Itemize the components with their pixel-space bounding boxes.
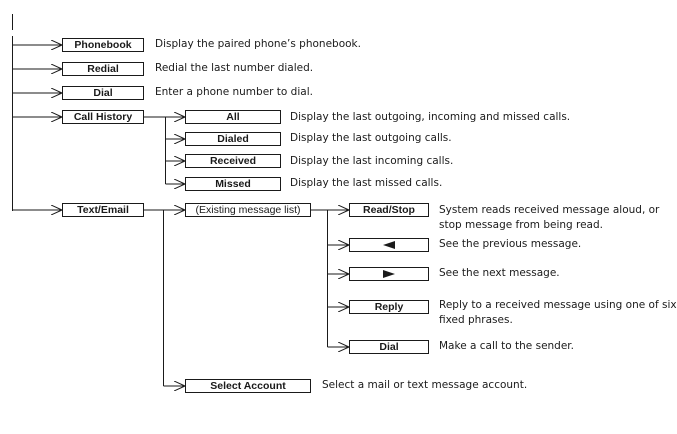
next-message-description: See the next message.: [439, 267, 560, 279]
call-history-dialed-button[interactable]: Dialed: [185, 132, 281, 146]
redial-description: Redial the last number dialed.: [155, 62, 314, 74]
call-history-button[interactable]: Call History: [62, 110, 144, 124]
call-history-missed-description: Display the last missed calls.: [290, 177, 443, 189]
select-account-description: Select a mail or text message account.: [322, 379, 528, 391]
reply-description-line1: Reply to a received message using one of…: [439, 299, 677, 311]
call-history-all-description: Display the last outgoing, incoming and …: [290, 111, 571, 123]
previous-message-description: See the previous message.: [439, 238, 582, 250]
previous-message-button[interactable]: [349, 238, 429, 252]
right-triangle-icon: [383, 270, 395, 278]
call-history-received-button[interactable]: Received: [185, 154, 281, 168]
select-account-button[interactable]: Select Account: [185, 379, 311, 393]
call-history-received-description: Display the last incoming calls.: [290, 155, 454, 167]
call-history-all-button[interactable]: All: [185, 110, 281, 124]
text-email-button[interactable]: Text/Email: [62, 203, 144, 217]
reply-button[interactable]: Reply: [349, 300, 429, 314]
phonebook-button[interactable]: Phonebook: [62, 38, 144, 52]
read-stop-description-line2: stop message from being read.: [439, 219, 603, 231]
redial-button[interactable]: Redial: [62, 62, 144, 76]
phonebook-description: Display the paired phone’s phonebook.: [155, 38, 361, 50]
dial-description: Enter a phone number to dial.: [155, 86, 313, 98]
call-history-missed-button[interactable]: Missed: [185, 177, 281, 191]
dial-sender-description: Make a call to the sender.: [439, 340, 574, 352]
dial-sender-button[interactable]: Dial: [349, 340, 429, 354]
read-stop-description-line1: System reads received message aloud, or: [439, 204, 660, 216]
dial-button[interactable]: Dial: [62, 86, 144, 100]
next-message-button[interactable]: [349, 267, 429, 281]
call-history-dialed-description: Display the last outgoing calls.: [290, 132, 452, 144]
message-list-button[interactable]: (Existing message list): [185, 203, 311, 217]
read-stop-button[interactable]: Read/Stop: [349, 203, 429, 217]
reply-description-line2: fixed phrases.: [439, 314, 513, 326]
left-triangle-icon: [383, 241, 395, 249]
